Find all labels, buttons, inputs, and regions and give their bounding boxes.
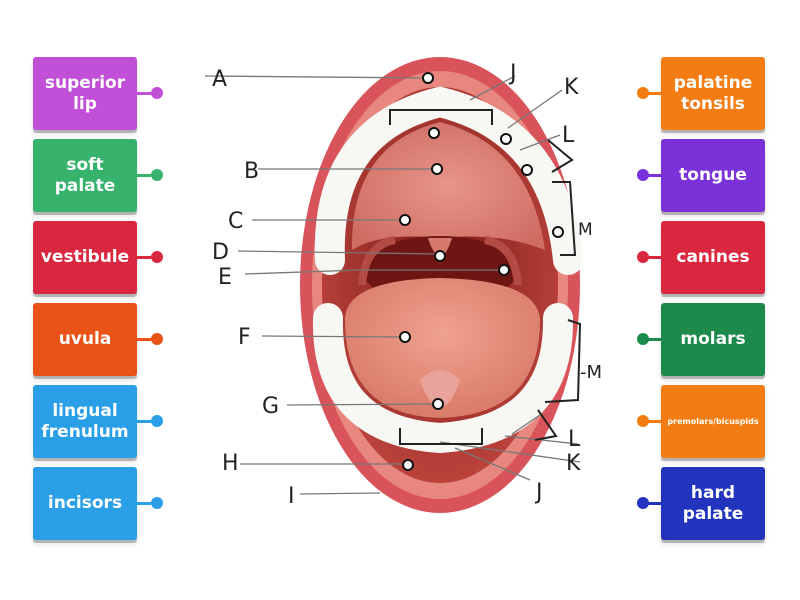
answer-tile-lingual-frenulum[interactable]: lingual frenulum — [33, 385, 137, 458]
tile-connector — [137, 502, 151, 505]
diagram-label-l-lower: L — [568, 427, 581, 452]
answer-tile-canines[interactable]: canines — [661, 221, 765, 294]
answer-tile-superior-lip[interactable]: superior lip — [33, 57, 137, 130]
drop-point-g — [432, 398, 444, 410]
tile-connector — [137, 174, 151, 177]
tile-connector-dot[interactable] — [637, 333, 649, 345]
tile-connector — [648, 92, 662, 95]
lower-teeth — [312, 303, 574, 454]
drop-point-l-upper — [521, 164, 533, 176]
diagram-label-g: G — [262, 394, 279, 419]
tile-connector-dot[interactable] — [151, 87, 163, 99]
answer-tile-hard-palate[interactable]: hard palate — [661, 467, 765, 540]
diagram-label-b: B — [244, 159, 259, 184]
diagram-label-c: C — [228, 209, 243, 234]
tile-connector-dot[interactable] — [637, 251, 649, 263]
tongue-shape — [345, 278, 540, 418]
tile-connector — [648, 174, 662, 177]
tile-connector-dot[interactable] — [151, 333, 163, 345]
diagram-label-a: A — [212, 67, 227, 92]
drop-point-h — [402, 459, 414, 471]
diagram-label-f: F — [238, 325, 251, 350]
answer-tile-molars[interactable]: molars — [661, 303, 765, 376]
diagram-label-h: H — [222, 451, 239, 476]
diagram-label-e: E — [218, 265, 232, 290]
answer-tile-incisors[interactable]: incisors — [33, 467, 137, 540]
palatine-arches — [358, 236, 522, 286]
drop-point-k-upper — [500, 133, 512, 145]
diagram-label-m-lower: -M — [580, 362, 602, 383]
tile-connector — [648, 338, 662, 341]
drop-point-e — [498, 264, 510, 276]
answer-tile-soft-palate[interactable]: soft palate — [33, 139, 137, 212]
answer-tile-uvula[interactable]: uvula — [33, 303, 137, 376]
tile-connector — [648, 502, 662, 505]
tile-connector — [648, 420, 662, 423]
uvula-shape — [428, 238, 452, 257]
drop-points[interactable] — [399, 72, 564, 471]
leader-lines — [204, 75, 581, 495]
tile-connector-dot[interactable] — [637, 497, 649, 509]
tile-connector-dot[interactable] — [637, 87, 649, 99]
answer-tile-premolars[interactable]: premolars/bicuspids — [661, 385, 765, 458]
diagram-label-k-lower: K — [566, 451, 581, 476]
drop-point-d — [434, 250, 446, 262]
answer-tile-vestibule[interactable]: vestibule — [33, 221, 137, 294]
tile-connector — [137, 420, 151, 423]
tile-connector-dot[interactable] — [151, 251, 163, 263]
drop-point-a — [422, 72, 434, 84]
tile-connector-dot[interactable] — [151, 169, 163, 181]
tongue-underside — [420, 370, 460, 408]
brackets — [389, 109, 582, 445]
drop-point-j-upper — [428, 127, 440, 139]
diagram-label-m-upper: M — [578, 220, 593, 240]
tile-connector — [137, 92, 151, 95]
diagram-label-j-lower: J — [534, 480, 543, 505]
tile-connector-dot[interactable] — [637, 415, 649, 427]
tile-connector-dot[interactable] — [151, 497, 163, 509]
tile-connector — [137, 338, 151, 341]
drop-point-m-upper — [552, 226, 564, 238]
diagram-label-i: I — [288, 484, 295, 509]
diagram-label-d: D — [212, 240, 229, 265]
drop-point-c — [399, 214, 411, 226]
diagram-label-l-upper: L — [562, 123, 575, 148]
tile-connector-dot[interactable] — [637, 169, 649, 181]
answer-tile-palatine-tonsils[interactable]: palatine tonsils — [661, 57, 765, 130]
tile-connector — [137, 256, 151, 259]
drop-point-b — [431, 163, 443, 175]
tile-connector-dot[interactable] — [151, 415, 163, 427]
answer-tile-tongue[interactable]: tongue — [661, 139, 765, 212]
drop-point-f — [399, 331, 411, 343]
diagram-label-k-upper: K — [564, 75, 579, 100]
tile-connector — [648, 256, 662, 259]
upper-teeth — [314, 86, 583, 275]
diagram-label-j-upper: J — [508, 61, 517, 86]
